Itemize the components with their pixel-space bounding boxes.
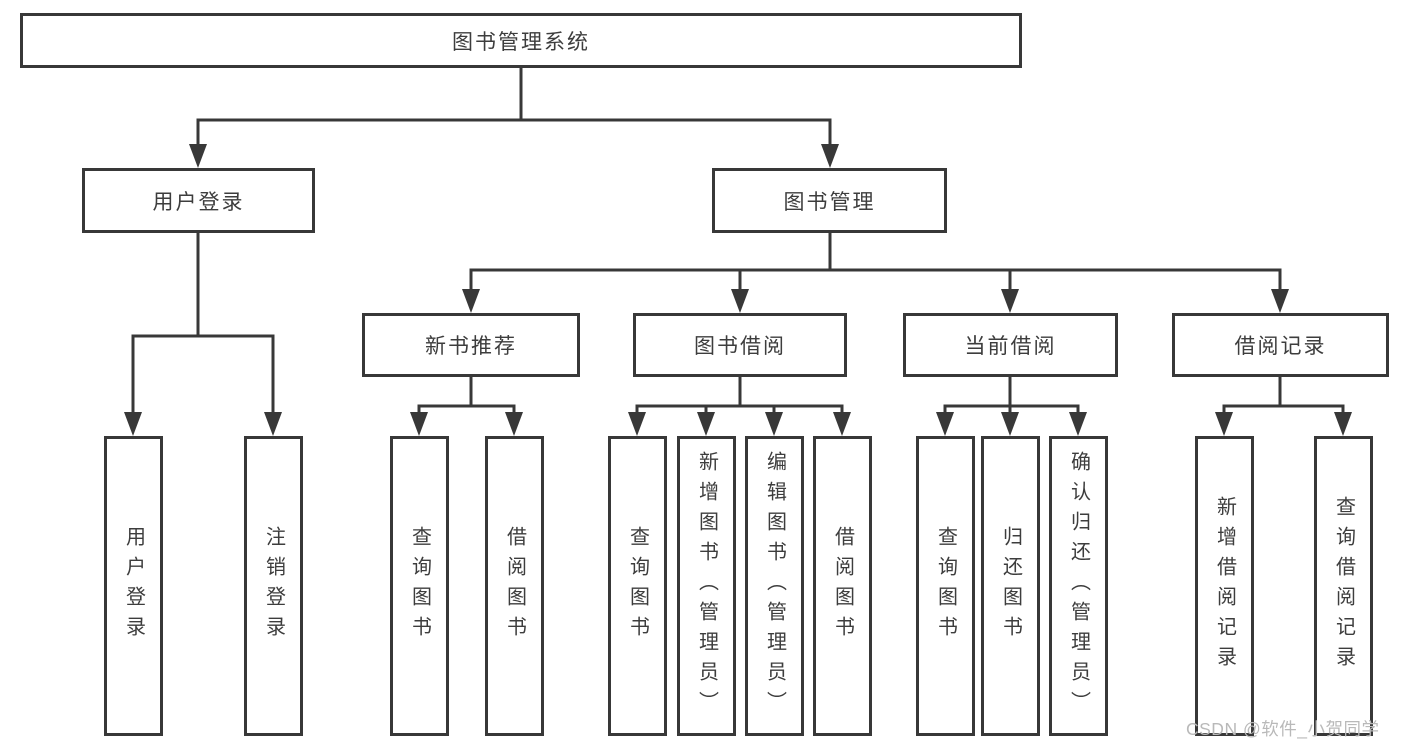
leaf-user-login-label: 用户登录 <box>122 526 145 646</box>
node-book-management: 图书管理 <box>712 168 947 233</box>
leaf-logout-label: 注销登录 <box>262 526 285 646</box>
node-root-label: 图书管理系统 <box>452 30 590 54</box>
leaf-confirm-return-admin-label: 确认归还（管理员） <box>1067 451 1090 721</box>
leaf-borrow-books-borrowing: 借阅图书 <box>813 436 872 736</box>
leaf-query-books-recommend-label: 查询图书 <box>408 526 431 646</box>
node-new-book-recommend-label: 新书推荐 <box>425 335 517 358</box>
leaf-query-borrow-record-label: 查询借阅记录 <box>1332 496 1355 676</box>
leaf-user-login: 用户登录 <box>104 436 163 736</box>
node-borrowing-records: 借阅记录 <box>1172 313 1389 377</box>
leaf-add-books-admin-label: 新增图书（管理员） <box>695 451 718 721</box>
node-current-borrowing: 当前借阅 <box>903 313 1118 377</box>
leaf-borrow-books-recommend-label: 借阅图书 <box>503 526 526 646</box>
leaf-query-books-borrowing: 查询图书 <box>608 436 667 736</box>
node-current-borrowing-label: 当前借阅 <box>964 335 1057 358</box>
leaf-return-books-label: 归还图书 <box>999 526 1022 646</box>
leaf-query-books-recommend: 查询图书 <box>390 436 449 736</box>
node-book-management-label: 图书管理 <box>783 190 876 214</box>
leaf-query-books-current: 查询图书 <box>916 436 975 736</box>
node-book-borrowing-label: 图书借阅 <box>694 335 786 358</box>
leaf-edit-books-admin-label: 编辑图书（管理员） <box>763 451 786 721</box>
node-user-login: 用户登录 <box>82 168 315 233</box>
node-user-login-label: 用户登录 <box>152 190 245 214</box>
leaf-borrow-books-recommend: 借阅图书 <box>485 436 544 736</box>
leaf-query-books-borrowing-label: 查询图书 <box>626 526 649 646</box>
leaf-add-borrow-record-label: 新增借阅记录 <box>1213 496 1236 676</box>
node-root: 图书管理系统 <box>20 13 1022 68</box>
node-borrowing-records-label: 借阅记录 <box>1234 335 1327 358</box>
leaf-confirm-return-admin: 确认归还（管理员） <box>1049 436 1108 736</box>
leaf-add-books-admin: 新增图书（管理员） <box>677 436 736 736</box>
leaf-edit-books-admin: 编辑图书（管理员） <box>745 436 804 736</box>
leaf-query-borrow-record: 查询借阅记录 <box>1314 436 1373 736</box>
node-book-borrowing: 图书借阅 <box>633 313 847 377</box>
leaf-return-books: 归还图书 <box>981 436 1040 736</box>
watermark-text: CSDN @软件_小贺同学 <box>1186 719 1380 739</box>
leaf-logout: 注销登录 <box>244 436 303 736</box>
leaf-borrow-books-borrowing-label: 借阅图书 <box>831 526 854 646</box>
node-new-book-recommend: 新书推荐 <box>362 313 580 377</box>
leaf-add-borrow-record: 新增借阅记录 <box>1195 436 1254 736</box>
leaf-query-books-current-label: 查询图书 <box>934 526 957 646</box>
